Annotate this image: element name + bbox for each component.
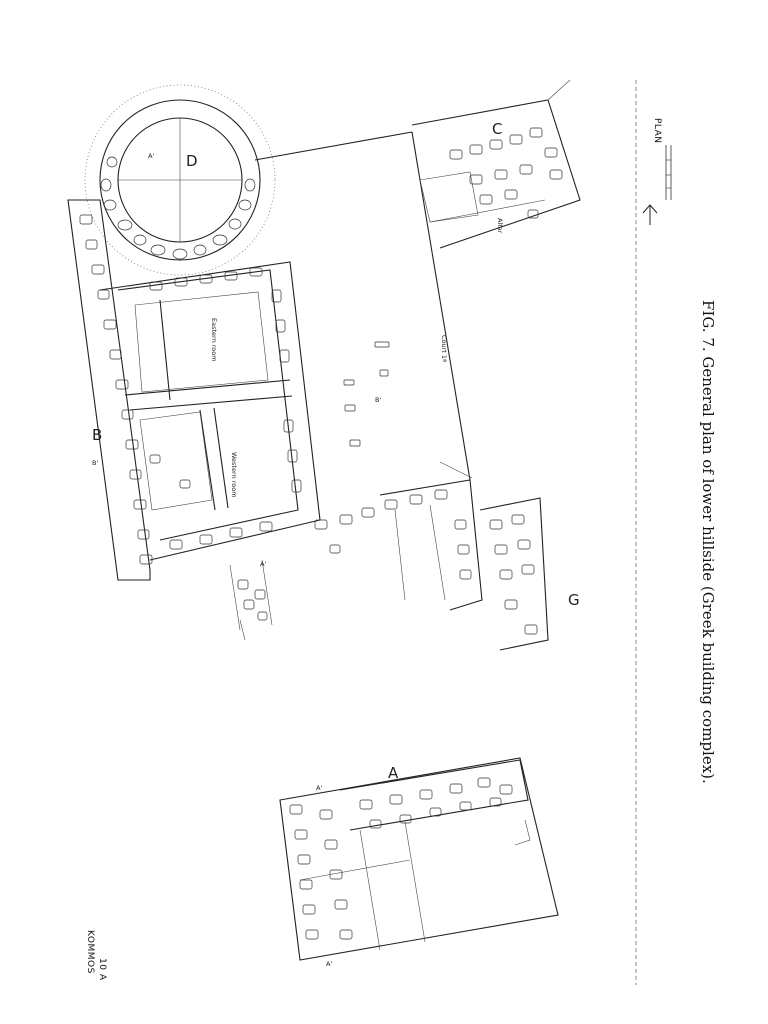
legend-title: PLAN [652,118,662,144]
publication-label: KOMMOS [85,930,95,974]
section-marker-a-prime-d: A' [148,152,154,160]
room-label-western: Western room [230,452,238,498]
area-label-d: D [186,152,198,170]
section-marker-b-prime-left: B' [92,459,98,467]
section-marker-a-prime-b: A' [260,560,266,568]
area-label-g: G [568,591,580,609]
main-building-complex [67,199,321,631]
area-label-b: B [92,426,102,444]
room-label-altar: Altar [496,218,504,234]
room-label-court: Court 1ª [440,335,448,362]
court-area [254,131,473,481]
figure-caption: FIG. 7. General plan of lower hillside (… [699,300,717,784]
structure-g [314,479,549,651]
plate-label: 10 A [97,958,107,981]
section-marker-a-prime-top: A' [316,784,322,792]
structure-c [411,79,581,249]
structure-d [84,84,276,276]
area-label-c: C [492,120,502,138]
area-label-a: A [388,764,399,782]
section-marker-a-prime-bottom: A' [326,960,332,968]
structure-a [279,757,559,961]
room-label-eastern: Eastern room [210,318,218,362]
north-arrow-icon [642,204,658,225]
scale-bar [665,145,672,200]
plan-connector-line [239,619,246,641]
section-marker-b-prime-court: B' [375,396,381,404]
